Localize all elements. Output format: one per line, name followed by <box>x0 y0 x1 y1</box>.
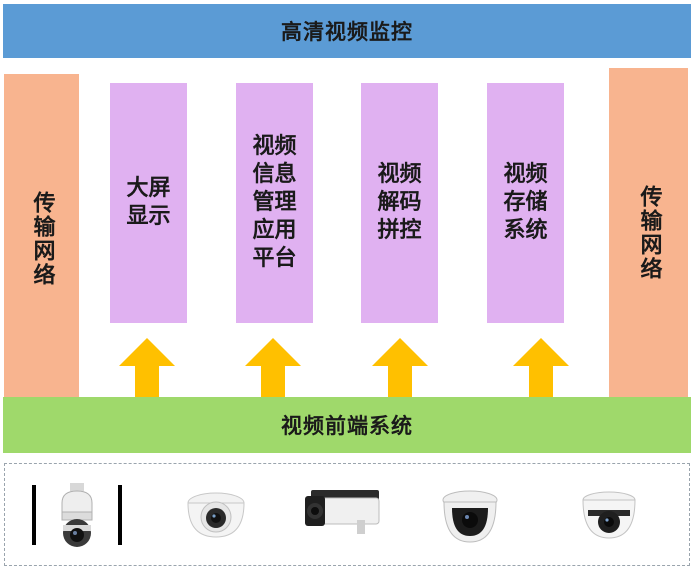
header-bar: 高清视频监控 <box>3 4 691 58</box>
bullet-camera-icon <box>305 490 380 534</box>
frontend-bar: 视频前端系统 <box>3 397 691 453</box>
mini-ptz-camera-icon <box>582 491 636 539</box>
divider-line <box>118 485 122 545</box>
module-label: 大屏显示 <box>126 176 171 229</box>
module-video-management-platform: 视频信息管理应用平台 <box>236 83 313 323</box>
dome-camera-icon <box>442 490 498 543</box>
up-arrow-icon <box>245 338 301 398</box>
transport-network-left-label: 传输网络 <box>29 191 55 287</box>
transport-network-right: 传输网络 <box>609 68 688 398</box>
module-label: 视频信息管理应用平台 <box>252 134 297 271</box>
transport-network-right-label: 传输网络 <box>636 185 662 281</box>
up-arrow-icon <box>372 338 428 398</box>
module-label: 视频存储系统 <box>503 162 548 243</box>
module-video-decoding: 视频解码拼控 <box>361 83 438 323</box>
header-title: 高清视频监控 <box>281 20 413 44</box>
transport-network-left: 传输网络 <box>4 74 79 404</box>
divider-line <box>32 485 36 545</box>
ptz-dome-camera-icon <box>61 483 93 547</box>
up-arrow-icon <box>119 338 175 398</box>
module-label: 视频解码拼控 <box>377 162 422 243</box>
main-area <box>3 66 691 406</box>
module-video-storage: 视频存储系统 <box>487 83 564 323</box>
module-large-screen-display: 大屏显示 <box>110 83 187 323</box>
turret-camera-icon <box>187 492 245 538</box>
up-arrow-icon <box>513 338 569 398</box>
frontend-title: 视频前端系统 <box>281 414 413 438</box>
